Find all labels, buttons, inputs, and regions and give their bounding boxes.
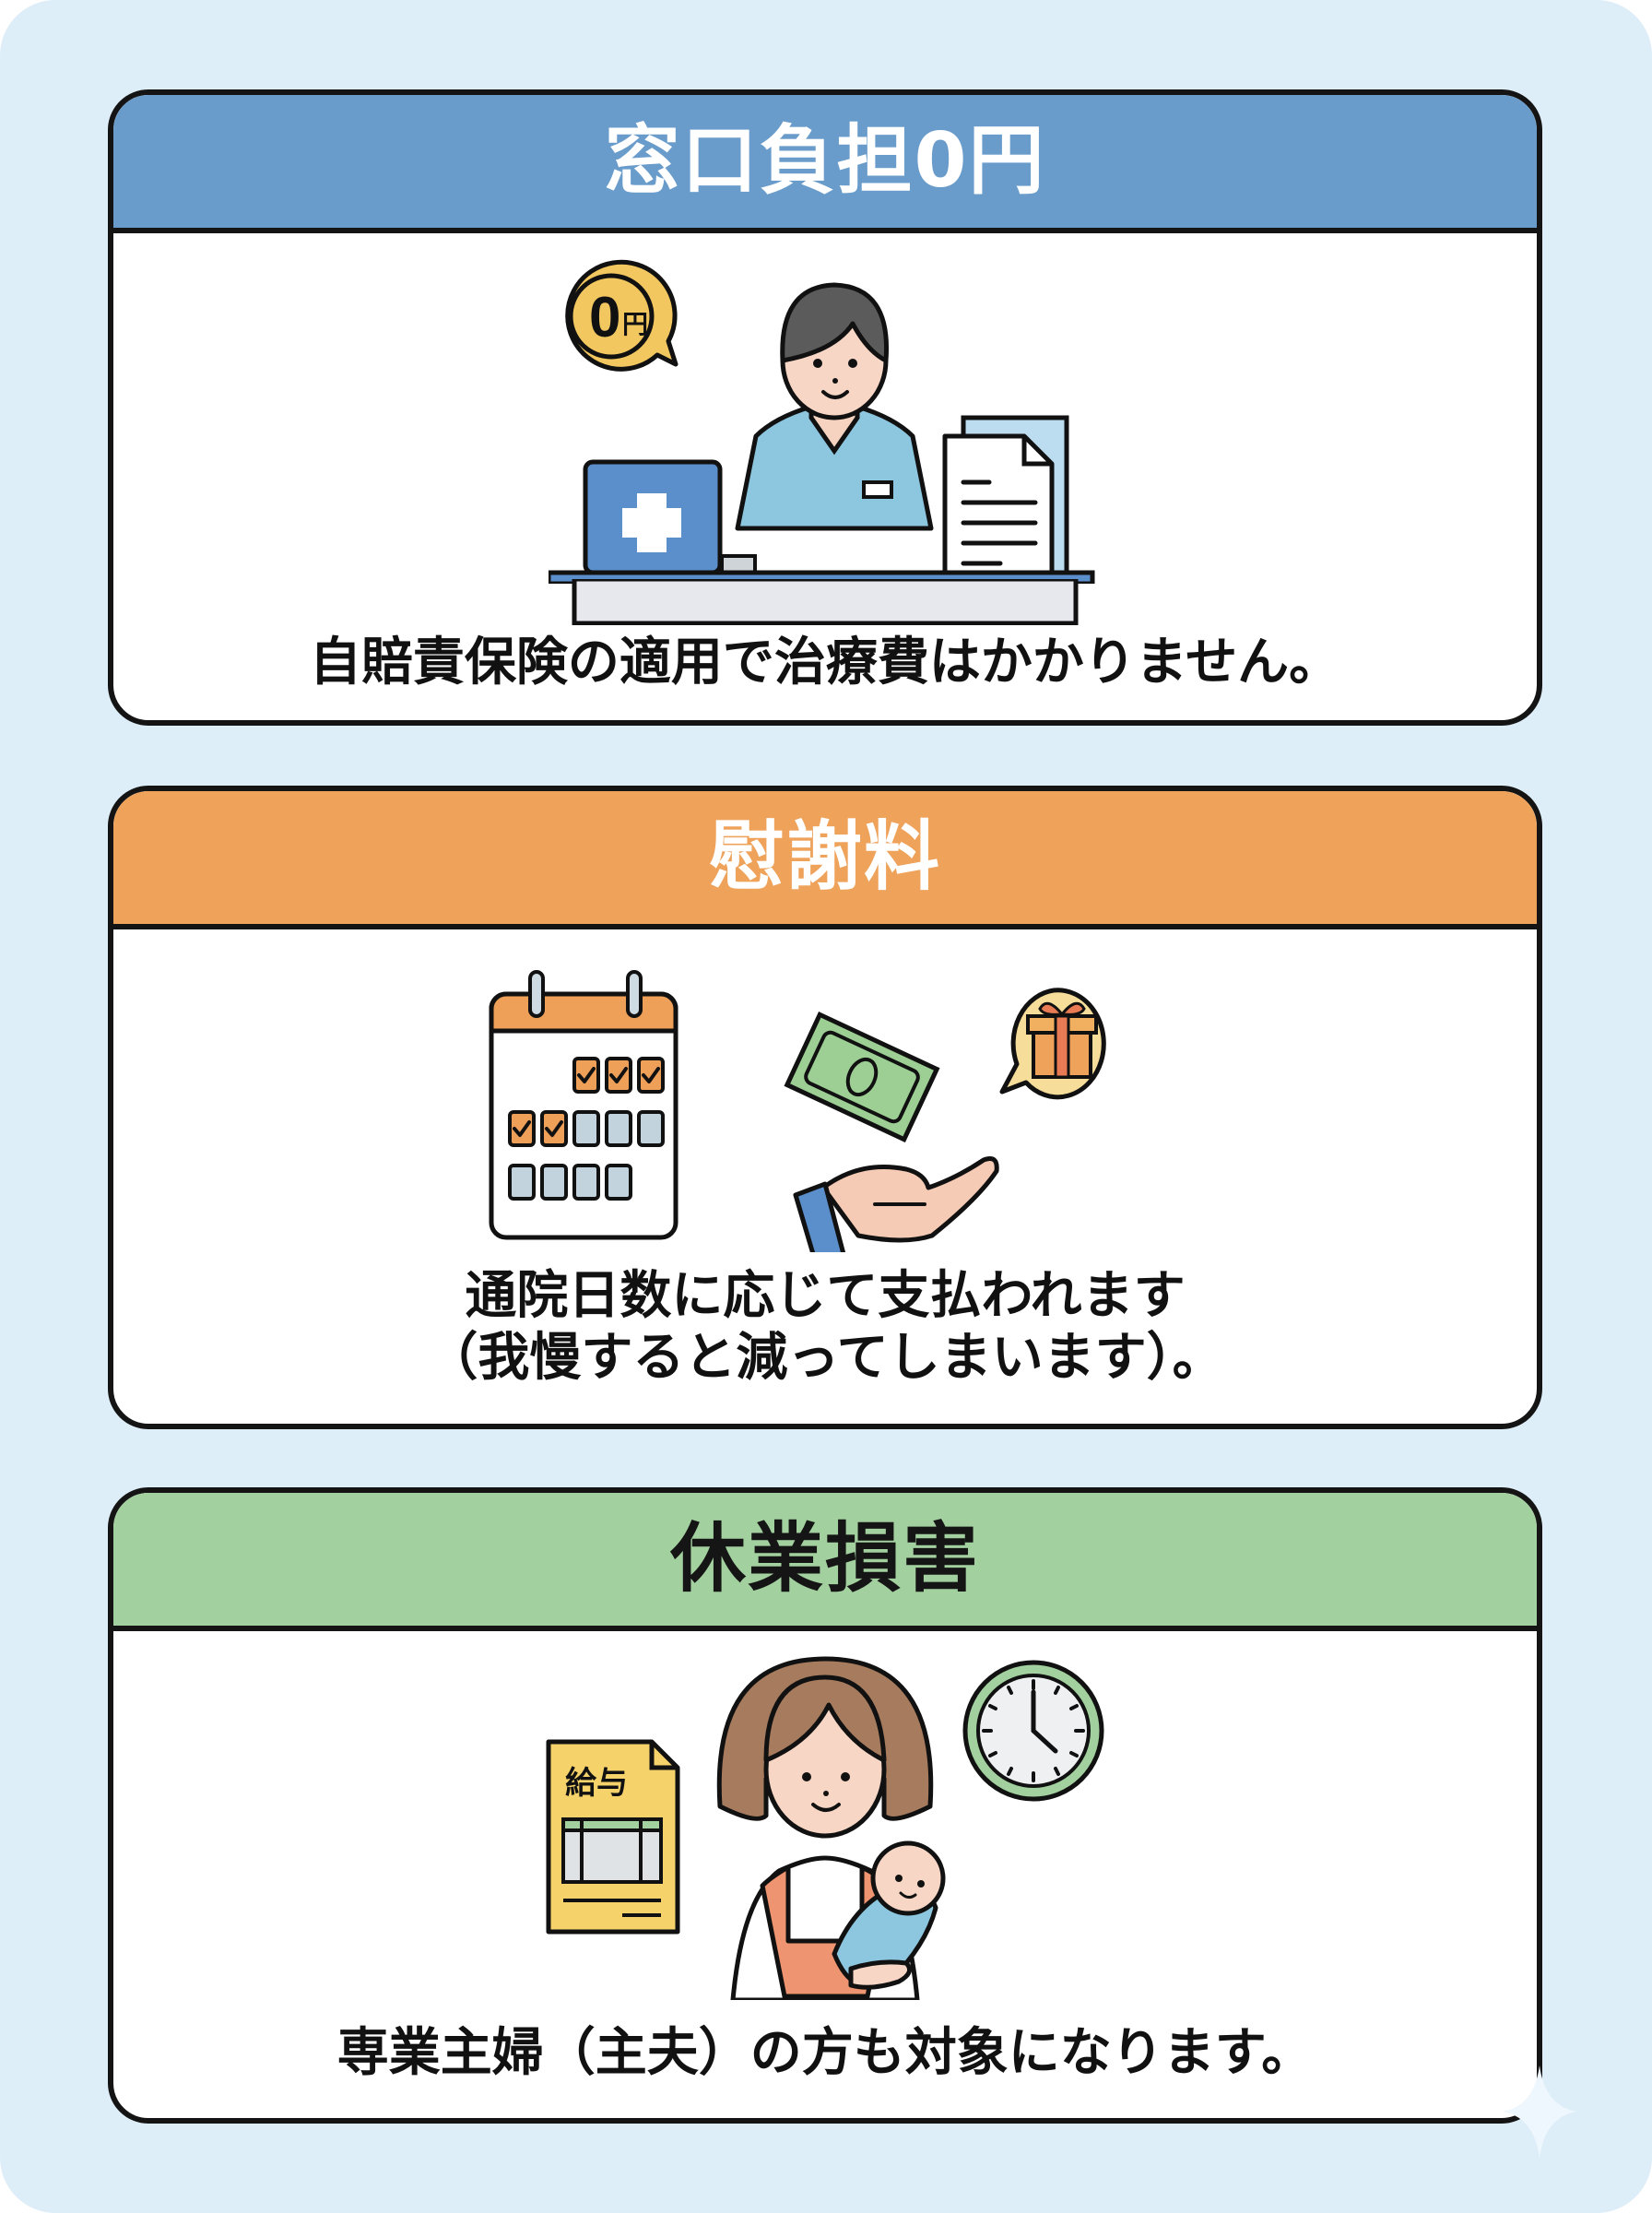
documents-icon [942, 415, 1069, 577]
card-header: 窓口負担0円 [113, 95, 1537, 233]
reception-desk-illustration: 0 円 [549, 259, 1095, 584]
open-hand-icon [793, 1156, 999, 1252]
svg-text:給与: 給与 [565, 1765, 628, 1802]
desk-front-panel [572, 579, 1079, 625]
card-caption: 自賠責保険の適用で治療費はかかりません。 [113, 632, 1537, 693]
coin-speech-bubble-icon: 0 円 [565, 259, 678, 372]
card-header: 休業損害 [113, 1493, 1537, 1631]
laptop-medical-cross-icon [583, 459, 757, 576]
card-consolation-money: 慰謝料 [108, 786, 1542, 1429]
card-caption: 通院日数に応じて支払われます （我慢すると減ってしまいます）。 [113, 1265, 1537, 1389]
card-caption: 専業主婦（主夫）の方も対象になります。 [113, 2022, 1537, 2084]
caption-line: 専業主婦（主夫）の方も対象になります。 [336, 2023, 1314, 2083]
banknote-icon [784, 1012, 940, 1142]
card-title: 慰謝料 [708, 813, 941, 901]
svg-text:0: 0 [589, 286, 620, 349]
card-body: 通院日数に応じて支払われます （我慢すると減ってしまいます）。 [113, 929, 1537, 1424]
svg-text:円: 円 [622, 309, 648, 339]
card-body: 給与 [113, 1631, 1537, 2118]
card-window-payment: 窓口負担0円 0 円 [108, 89, 1542, 726]
payslip-icon: 給与 [546, 1739, 680, 1935]
caption-line: 自賠責保険の適用で治療費はかかりません。 [309, 633, 1341, 692]
card-header: 慰謝料 [113, 791, 1537, 929]
gift-speech-bubble-icon [999, 988, 1106, 1100]
card-lost-wages: 休業損害 給与 [108, 1487, 1542, 2124]
caption-line: （我慢すると減ってしまいます）。 [426, 1328, 1224, 1389]
homemaker-illustration: 給与 [546, 1656, 1104, 2000]
card-title: 窓口負担0円 [604, 117, 1046, 205]
receptionist-icon [735, 282, 934, 531]
sparkle-icon [1503, 2065, 1576, 2158]
card-title: 休業損害 [669, 1515, 980, 1603]
wall-clock-icon [962, 1660, 1104, 1802]
calendar-money-illustration [489, 970, 1106, 1252]
calendar-icon [489, 970, 678, 1240]
caption-line: 通院日数に応じて支払われます [465, 1266, 1186, 1326]
mother-with-baby-icon [716, 1656, 946, 2000]
card-body: 0 円 [113, 233, 1537, 720]
